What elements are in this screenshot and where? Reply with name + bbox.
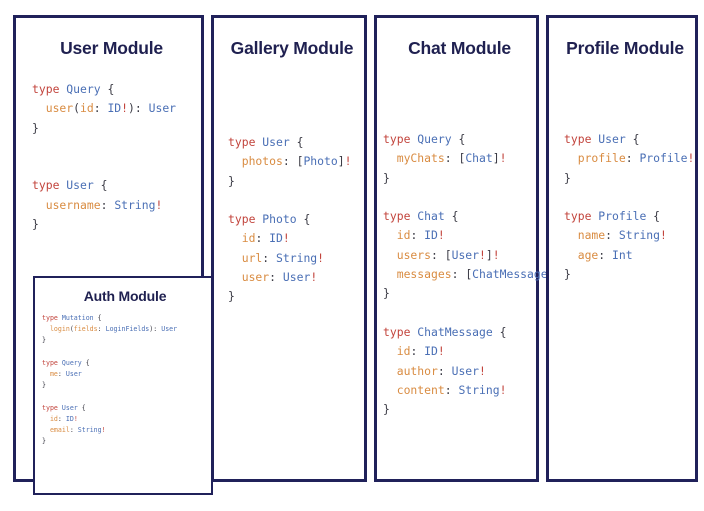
module-title-gallery: Gallery Module [230, 38, 354, 58]
module-title-chat: Chat Module [408, 38, 511, 58]
module-title-auth: Auth Module [83, 288, 167, 304]
module-title-user: User Module [60, 38, 163, 58]
module-code-chat: type Query { myChats: [Chat]! } type Cha… [383, 132, 561, 417]
module-code-auth: type Mutation { login(fields: LoginField… [42, 314, 178, 446]
module-code-profile: type User { profile: Profile! } type Pro… [564, 132, 695, 282]
module-card-profile[interactable]: Profile Module type User { profile: Prof… [546, 15, 698, 482]
module-code-user: type Query { user(id: ID!): User } type … [32, 82, 177, 232]
module-title-profile: Profile Module [566, 38, 684, 58]
module-code-gallery: type User { photos: [Photo]! } type Phot… [228, 135, 352, 304]
module-card-auth[interactable]: Auth Module type Mutation { login(fields… [33, 276, 213, 495]
module-card-chat[interactable]: Chat Module type Query { myChats: [Chat]… [374, 15, 561, 482]
module-card-gallery[interactable]: Gallery Module type User { photos: [Phot… [211, 15, 367, 482]
module-card-user[interactable]: User Module type Query { user(id: ID!): … [13, 15, 213, 495]
